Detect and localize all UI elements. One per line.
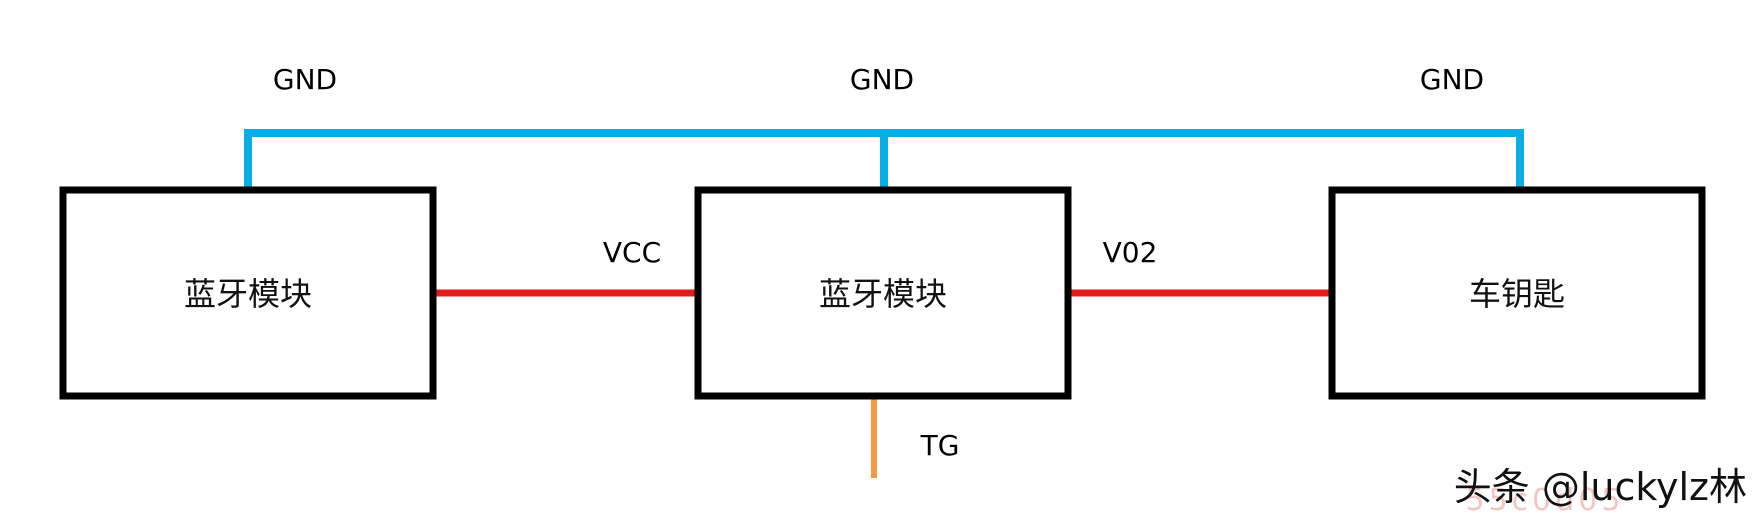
block-car-key bbox=[1328, 186, 1706, 400]
block-label-bt-module-2: 蓝牙模块 bbox=[819, 275, 947, 313]
vcc-label: VCC bbox=[603, 236, 661, 269]
block-bt-module-2 bbox=[694, 186, 1072, 400]
tg-label: TG bbox=[920, 429, 960, 462]
watermark-text: 头条 @luckylz林 bbox=[1454, 465, 1747, 509]
block-label-car-key: 车钥匙 bbox=[1469, 275, 1565, 313]
gnd-label-right: GND bbox=[1420, 63, 1484, 96]
watermark-faint-text: 55c0d05 bbox=[1466, 483, 1625, 518]
block-bt-module-1 bbox=[59, 186, 437, 400]
block-label-bt-module-1: 蓝牙模块 bbox=[184, 275, 312, 313]
gnd-label-left: GND bbox=[273, 63, 337, 96]
gnd-label-middle: GND bbox=[850, 63, 914, 96]
v02-label: V02 bbox=[1103, 236, 1158, 269]
